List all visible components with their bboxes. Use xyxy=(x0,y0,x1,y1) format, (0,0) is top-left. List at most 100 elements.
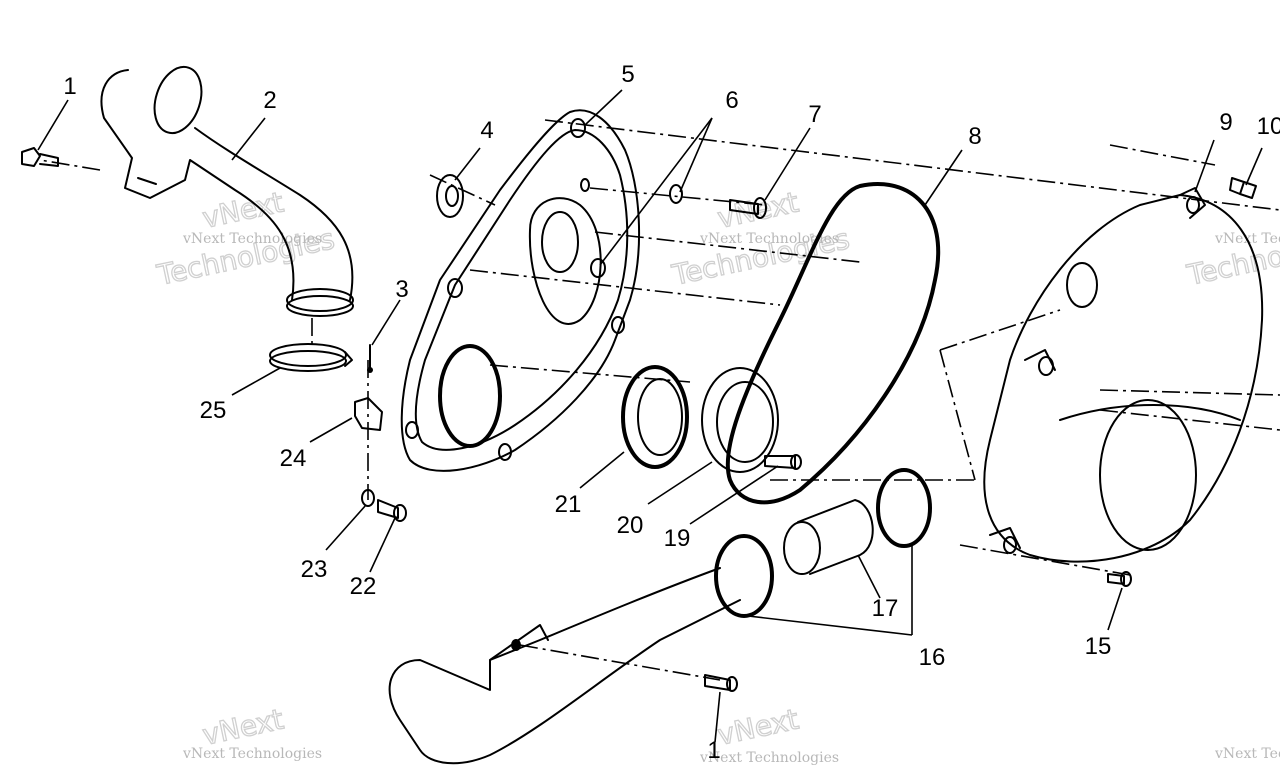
part-20-flange xyxy=(701,367,779,473)
callout-23: 23 xyxy=(301,556,328,583)
callout-25: 25 xyxy=(200,397,227,424)
leader-1 xyxy=(37,99,69,151)
cover-outline xyxy=(983,194,1264,563)
callout-20: 20 xyxy=(617,512,644,539)
sleeve-end xyxy=(783,521,821,575)
cover-mount-hole xyxy=(498,443,512,461)
part-15-bolt xyxy=(1107,571,1132,587)
callout-5: 5 xyxy=(621,61,634,88)
clip-shape xyxy=(1229,177,1245,195)
cover-rib xyxy=(1059,404,1241,421)
part-24-bracket xyxy=(354,397,383,431)
part-1-bolt xyxy=(21,147,59,167)
leader-7 xyxy=(764,127,811,201)
callout-2: 2 xyxy=(263,87,276,114)
callout-3: 3 xyxy=(395,276,408,303)
bolt-head xyxy=(1120,571,1132,587)
cover-mount-hole xyxy=(1003,536,1017,554)
callout-22: 22 xyxy=(350,573,377,600)
callout-10: 10 xyxy=(1257,113,1280,140)
bolt-shank xyxy=(39,153,59,167)
leader-23 xyxy=(325,504,367,551)
duct-body-inner xyxy=(194,127,354,301)
watermark-text: vNext Technologies xyxy=(182,231,322,247)
part-6-washer xyxy=(669,184,683,204)
leader-22 xyxy=(369,517,396,573)
flange-inner xyxy=(716,381,774,463)
washer-outer xyxy=(436,174,464,218)
callout-24: 24 xyxy=(280,445,307,472)
callout-4: 4 xyxy=(480,117,493,144)
lower-duct-bracket xyxy=(489,624,549,661)
watermark-text: vNext Technologies xyxy=(699,231,839,247)
sleeve-body xyxy=(797,499,874,575)
part-2-air-duct xyxy=(100,65,354,317)
clamp-screw xyxy=(344,351,353,367)
leader-lines xyxy=(37,89,1263,743)
cover-bracket xyxy=(1024,349,1056,371)
leader-2 xyxy=(231,117,266,161)
bolt-shank xyxy=(1107,573,1125,585)
leader-17 xyxy=(857,554,881,599)
leader-6b xyxy=(679,117,713,193)
watermark-text: vNext Technologies xyxy=(699,750,839,766)
watermark-text: vNext Technologies xyxy=(1214,746,1280,762)
callout-8: 8 xyxy=(968,123,981,150)
callout-1: 1 xyxy=(63,73,76,100)
clamp-ring xyxy=(876,468,932,548)
belt-loop xyxy=(725,182,941,505)
leader-20 xyxy=(647,461,713,505)
leader-6a xyxy=(599,117,713,266)
cover-mount-hole xyxy=(405,421,419,439)
centerline-bolt1 xyxy=(39,159,101,171)
centerline-cover-lower xyxy=(939,349,976,481)
part-10-clip xyxy=(1229,177,1257,199)
part-21-seal xyxy=(621,365,689,469)
cover-mount-hole xyxy=(611,316,625,334)
leader-11 xyxy=(714,691,721,743)
part-7-bolt xyxy=(729,197,767,219)
part-22-bolt xyxy=(377,499,407,522)
leader-9 xyxy=(1194,139,1215,193)
lower-duct-hole xyxy=(511,639,521,651)
duct-body-outer xyxy=(100,69,295,301)
flange-outer xyxy=(701,367,779,473)
clamp-ring-edge xyxy=(269,350,347,372)
centerlines xyxy=(39,119,1280,681)
part-16-clamp xyxy=(714,468,932,618)
cover-boss xyxy=(528,197,602,325)
duct-inlet xyxy=(153,65,203,135)
part-5-inner-cover xyxy=(400,109,641,472)
centerline-bolt15 xyxy=(959,544,1131,576)
cover-lower-bore xyxy=(438,344,502,448)
callout-16: 16 xyxy=(919,644,946,671)
cover-shaft-bore xyxy=(541,211,579,273)
bolt-head xyxy=(790,454,802,470)
part-8-belt xyxy=(725,182,941,505)
leader-19 xyxy=(689,465,779,525)
leader-24 xyxy=(309,417,353,443)
centerline-cover-mid2 xyxy=(1099,409,1280,431)
seal-inner xyxy=(637,378,683,456)
part-3-pin xyxy=(367,344,373,373)
cover-mount-hole xyxy=(447,278,463,298)
part-11-bolt xyxy=(704,674,738,692)
washer-shape xyxy=(669,184,683,204)
bolt-head xyxy=(21,147,41,167)
centerline-bolt xyxy=(589,187,766,206)
leader-21 xyxy=(579,451,625,489)
centerline-nine xyxy=(1109,144,1216,166)
cover-vent xyxy=(1066,262,1098,308)
callout-7: 7 xyxy=(808,101,821,128)
bracket-body xyxy=(354,397,383,431)
watermark-bottom-right: vNext Technologies xyxy=(1214,746,1280,762)
callout-6: 6 xyxy=(725,87,738,114)
duct-outlet-ring xyxy=(286,295,354,317)
leader-10 xyxy=(1245,147,1263,186)
callout-11: 1 xyxy=(707,737,720,764)
centerline-cover-mid xyxy=(1099,389,1280,396)
part-19-bolt xyxy=(764,454,802,470)
duct-outlet xyxy=(286,288,354,312)
watermark-vnext: vNext xyxy=(715,703,802,752)
